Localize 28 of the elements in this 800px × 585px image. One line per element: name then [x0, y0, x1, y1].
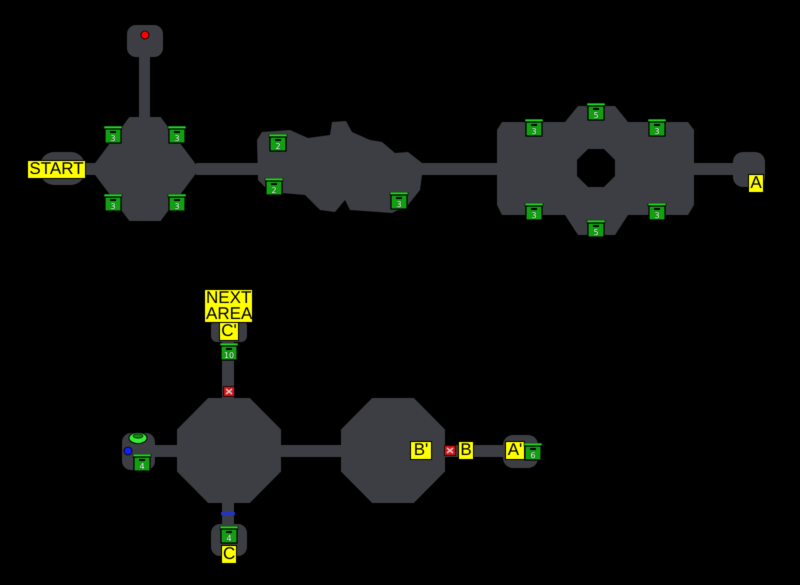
chest-count: 3: [395, 201, 403, 209]
chest-count: 3: [530, 128, 538, 136]
chest-count: 5: [592, 229, 600, 237]
chest-count: 3: [109, 203, 117, 211]
room-floor: [341, 398, 445, 503]
area-marker-label: NEXT AREA: [204, 289, 253, 323]
chest-count: 5: [592, 112, 600, 120]
chest-count: 3: [109, 135, 117, 143]
chest-count: 3: [173, 203, 181, 211]
chest-count: 2: [274, 143, 282, 151]
chest-count: 6: [529, 452, 537, 460]
area-marker-label: A': [505, 441, 525, 460]
chest-count: 3: [653, 128, 661, 136]
chest-count: 2: [270, 187, 278, 195]
area-marker-label: C': [219, 322, 239, 341]
area-marker-label: B': [410, 441, 432, 460]
room-floor: [93, 117, 197, 221]
chest-count: 3: [530, 212, 538, 220]
chest-count: 4: [225, 535, 233, 543]
chest-count: 3: [653, 212, 661, 220]
area-marker-label: B: [458, 441, 474, 460]
room-floor: [177, 398, 281, 503]
chest-count: 3: [173, 135, 181, 143]
chest-count: 4: [138, 463, 146, 471]
area-marker-label: C: [221, 545, 237, 564]
area-marker-label: A: [748, 174, 764, 193]
chest-count: 10: [222, 352, 236, 360]
area-marker-label: START: [27, 160, 86, 179]
